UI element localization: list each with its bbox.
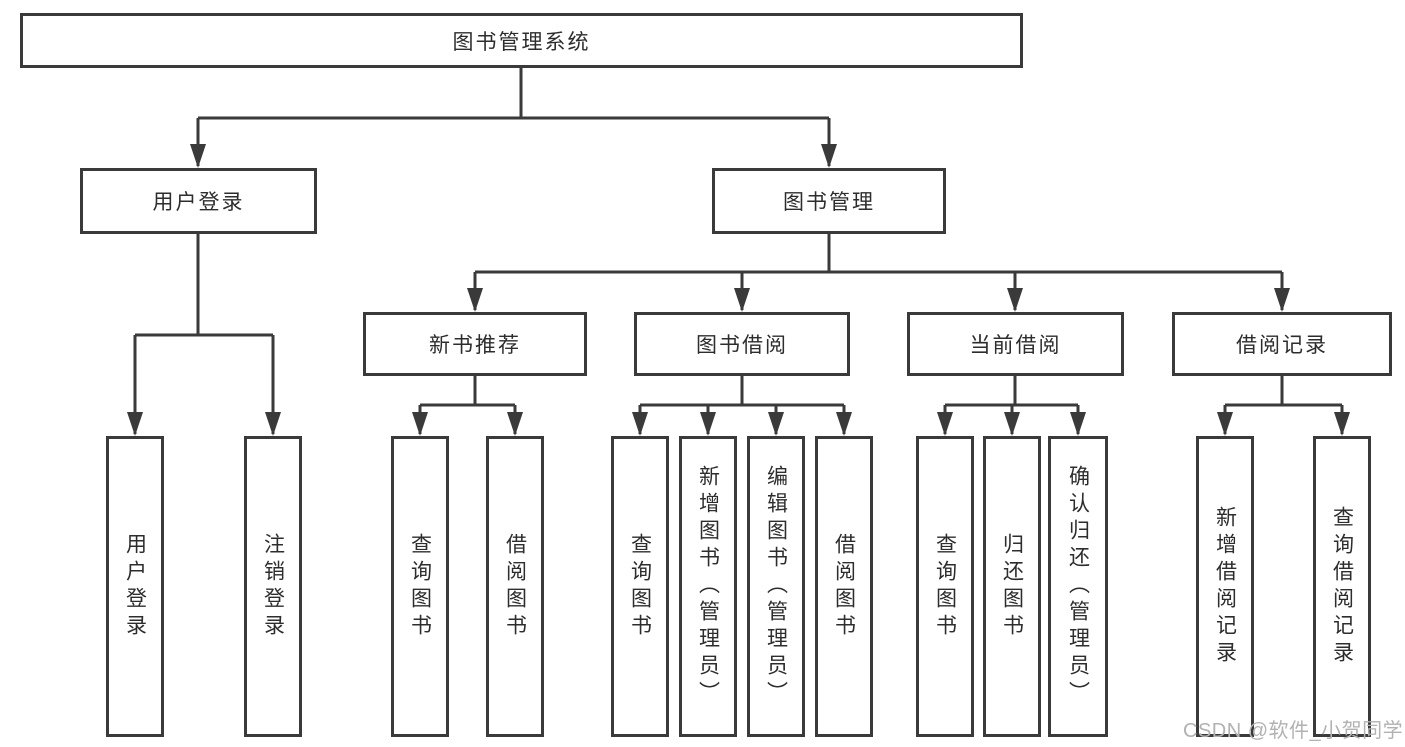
leaf-confirm-return-admin: 确认归还（管理员） bbox=[1048, 436, 1108, 737]
leaf-edit-book-admin: 编辑图书（管理员） bbox=[747, 436, 805, 737]
leaf-query-book-2: 查询图书 bbox=[611, 436, 669, 737]
node-book-borrow: 图书借阅 bbox=[634, 312, 850, 376]
node-borrow-records: 借阅记录 bbox=[1172, 312, 1392, 376]
leaf-return-book: 归还图书 bbox=[983, 436, 1041, 737]
node-new-book-recommend: 新书推荐 bbox=[363, 312, 587, 376]
leaf-add-borrow-record: 新增借阅记录 bbox=[1196, 436, 1254, 737]
leaf-borrow-book-1: 借阅图书 bbox=[486, 436, 544, 737]
node-current-borrow: 当前借阅 bbox=[907, 312, 1124, 376]
leaf-query-borrow-record: 查询借阅记录 bbox=[1313, 436, 1371, 737]
leaf-query-book-3: 查询图书 bbox=[916, 436, 974, 737]
leaf-logout: 注销登录 bbox=[244, 436, 302, 737]
connector-paths bbox=[133, 68, 1344, 434]
leaf-borrow-book-2: 借阅图书 bbox=[815, 436, 873, 737]
leaf-query-book-1: 查询图书 bbox=[391, 436, 449, 737]
node-book-management-branch: 图书管理 bbox=[712, 168, 946, 234]
leaf-add-book-admin: 新增图书（管理员） bbox=[679, 436, 737, 737]
leaf-user-login: 用户登录 bbox=[106, 436, 164, 737]
csdn-watermark: CSDN @软件_小贺同学 bbox=[1183, 720, 1404, 742]
node-user-login-branch: 用户登录 bbox=[80, 168, 317, 234]
node-root-library-system: 图书管理系统 bbox=[20, 13, 1023, 68]
